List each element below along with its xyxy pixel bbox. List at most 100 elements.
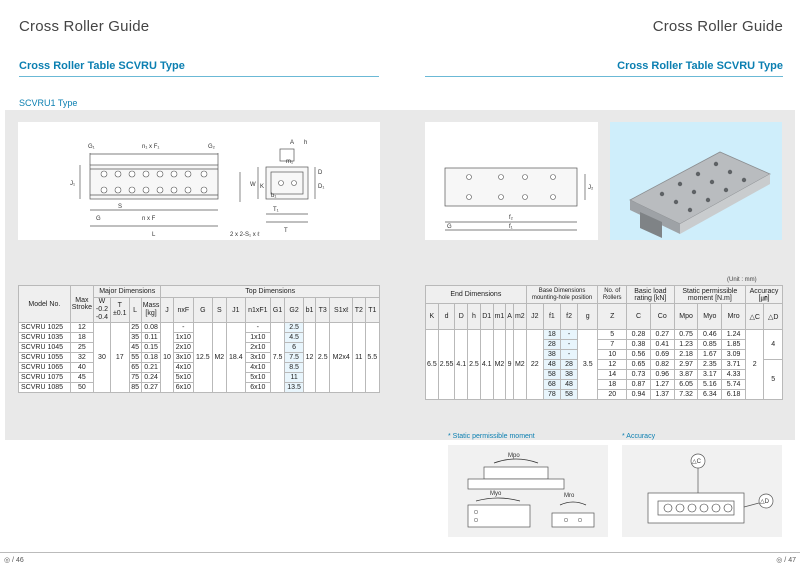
accuracy-note: * Accuracy [622,433,656,440]
col-mro: Mro [721,303,746,330]
cell-mro: 4.33 [721,369,746,380]
bottom-view-drawing: f₂ f₁ J₂ G [444,167,594,231]
cell-co: 0.27 [649,329,675,340]
label-delta-d: △D [760,499,770,505]
cell-c: 0.65 [626,359,651,370]
cell-delta-d-a: 4 [763,329,783,360]
cell-mass: 0.11 [140,332,162,343]
cell-l: 75 [128,372,142,383]
label-n1f1: n₁ x F₁ [142,144,159,150]
cell-model: SCVRU 1035 [18,332,71,343]
cell-t1: 5.5 [364,322,381,393]
label-g2: G₂ [208,144,216,150]
label-g-bottom: G [447,224,452,230]
table-row: SCVRU 1075 45 75 0.24 5x10 5x10 11 [18,372,380,383]
col-g1: G1 [269,297,286,323]
cell-delta-d-b: 5 [763,359,783,400]
col-myo: Myo [697,303,723,330]
label-b1: b₁ [271,193,276,199]
col-mpo: Mpo [673,303,699,330]
cell-myo: 6.34 [697,389,723,400]
col-delta-c: △C [744,303,765,330]
left-spec-table: Model No. Max Stroke Major Dimensions To… [18,285,381,393]
label-t1: T₁ [273,207,279,213]
cell-t: 17 [109,322,130,393]
cell-z: 12 [597,359,628,370]
cell-z: 10 [597,349,628,360]
label-delta-c: △C [692,459,702,465]
cell-myo: 1.67 [697,349,723,360]
label-j1: J₁ [70,181,75,187]
cell-mpo: 1.23 [673,339,699,350]
cell-h: 2.5 [467,329,481,400]
cell-nxf: 4x10 [172,362,195,373]
cell-g2: 11 [284,372,304,383]
cell-n1xf1: 6x10 [244,382,271,393]
static-moment-diagram: Mpo Myo Mro [448,445,608,537]
label-d1: D₁ [318,184,324,190]
col-d: D [454,303,469,330]
col-m1: m1 [492,303,507,330]
col-a: A [505,303,514,330]
static-moment-note: * Static permissible moment [448,433,535,440]
table-row: 48 28 12 0.65 0.82 2.97 2.35 3.71 5 [426,359,783,400]
cell-mro: 1.24 [721,329,746,340]
col-g: G [193,297,213,323]
col-nxf: nxF [172,297,195,323]
label-mro: Mro [564,493,575,499]
cell-j2: 22 [525,329,544,400]
cell-myo: 5.16 [697,379,723,390]
footer-rule [0,552,800,553]
cell-c: 0.73 [626,369,651,380]
left-page-title: Cross Roller Guide [19,18,150,35]
cell-n1xf1: 4x10 [244,362,271,373]
cell-f1: 28 [542,339,561,350]
cell-n1xf1: 3x10 [244,352,271,363]
cell-myo: 2.35 [697,359,723,370]
col-f1: f1 [542,303,561,330]
label-mpo: Mpo [508,453,520,459]
cell-co: 0.41 [649,339,675,350]
right-header-rule [425,76,783,77]
label-t: T [284,228,288,234]
cell-mro: 6.18 [721,389,746,400]
group-top: Top Dimensions [160,285,380,298]
col-t3: T3 [315,297,331,323]
cell-g: 12.5 [193,322,213,393]
cell-mass: 0.18 [140,352,162,363]
group-base: Base Dimensions mounting-hole position [525,285,599,304]
cell-n1xf1: 1x10 [244,332,271,343]
label-k: K [260,184,264,190]
cell-f2: 48 [559,379,579,390]
col-g-small: g [577,303,599,330]
cell-f2: - [559,349,579,360]
cell-g2: 13.5 [284,382,304,393]
label-2x2s1: 2 x 2-S₁ x ℓ [230,231,259,238]
type-label: SCVRU1 Type [19,98,78,108]
cell-j1: 18.4 [226,322,246,393]
label-f2: f₂ [509,215,514,221]
cell-c: 0.56 [626,349,651,360]
accuracy-figure: △C △D [647,453,774,524]
label-s: S [118,204,122,210]
cell-g2: 7.5 [284,352,304,363]
col-t: T±0.1 [109,297,130,323]
cell-g2: 8.5 [284,362,304,373]
cell-t2: 11 [352,322,366,393]
cell-d-small: 2.55 [437,329,456,400]
cell-stroke: 18 [69,332,94,343]
col-t1: T1 [364,297,381,323]
label-g: G [96,216,101,222]
col-s1xl: S1xℓ [329,297,354,323]
col-s: S [211,297,228,323]
col-k: K [425,303,439,330]
cell-f1: 38 [542,349,561,360]
label-a: A [290,140,294,146]
group-load: Basic load rating [kN] [626,285,675,304]
left-page-number: ◎ / 46 [4,557,24,564]
cell-g-small: 3.5 [577,329,599,400]
cell-mpo: 6.05 [673,379,699,390]
cell-co: 0.96 [649,369,675,380]
cell-stroke: 50 [69,382,94,393]
cell-mass: 0.08 [140,322,162,333]
